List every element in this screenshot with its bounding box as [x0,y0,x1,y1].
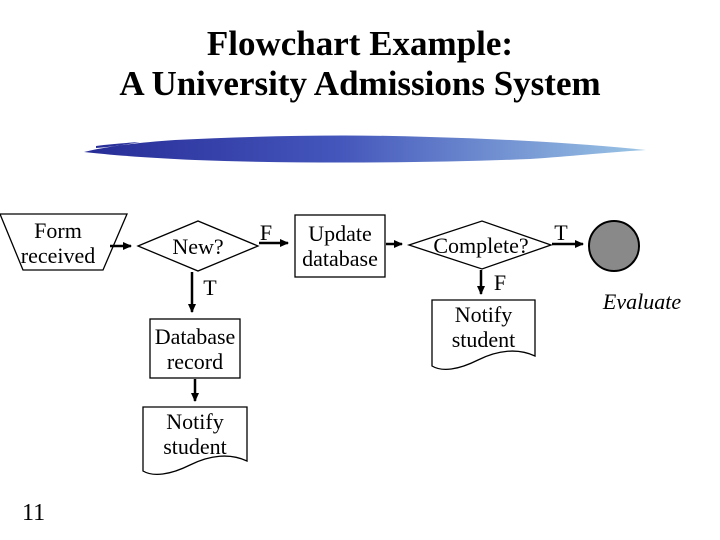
slide-title: Flowchart Example: A University Admissio… [0,24,720,104]
title-line-1: Flowchart Example: [206,24,514,63]
title-line-2: A University Admissions System [119,64,601,103]
document-shape-notify-student-left [142,406,248,476]
decision-diamond-complete [406,220,553,270]
process-rect-database-record [149,318,241,379]
title-swoosh-brushstroke [84,135,646,163]
decision-diamond-new [136,220,260,272]
page-number: 11 [22,500,46,526]
terminator-circle-evaluate [588,220,640,272]
document-shape-notify-student-right [431,299,536,371]
process-rect-update-database [294,214,386,278]
manual-input-shape-form-received [0,213,128,271]
